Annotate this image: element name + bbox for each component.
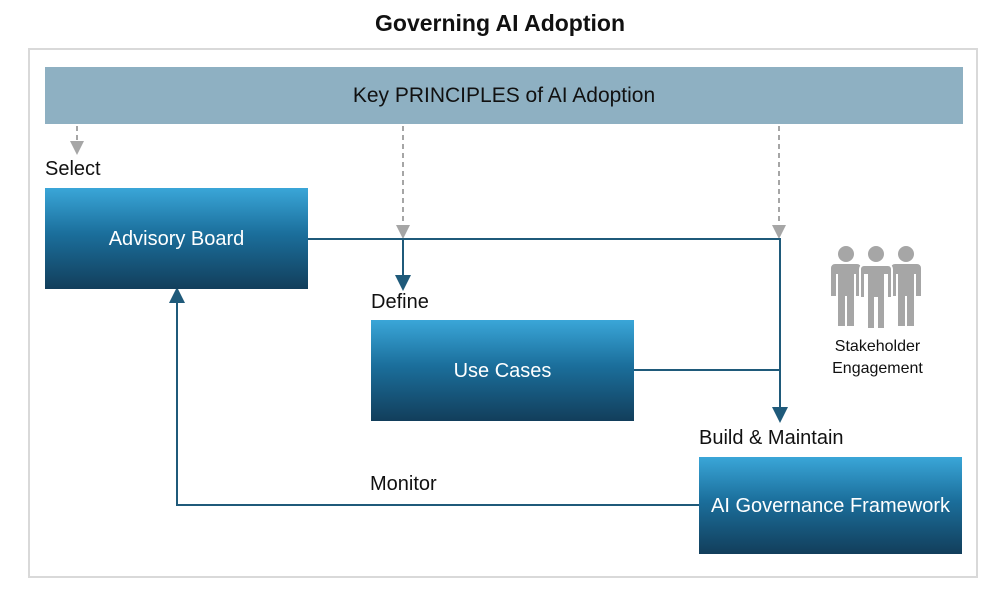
stakeholder-line-2: Engagement bbox=[832, 360, 923, 377]
diagram-frame bbox=[28, 48, 978, 578]
stakeholder-group-icon bbox=[831, 244, 921, 330]
stakeholder-line-1: Stakeholder bbox=[834, 338, 921, 355]
monitor-feedback-line bbox=[169, 287, 699, 506]
select-label: Select bbox=[45, 158, 101, 180]
define-label: Define bbox=[371, 291, 429, 313]
monitor-label: Monitor bbox=[370, 473, 437, 495]
advisory-board-box: Advisory Board bbox=[45, 188, 308, 289]
principles-banner: Key PRINCIPLES of AI Adoption bbox=[45, 67, 963, 124]
diagram-title: Governing AI Adoption bbox=[375, 10, 625, 36]
ai-governance-framework-box: AI Governance Framework bbox=[699, 457, 962, 554]
build-maintain-label: Build & Maintain bbox=[699, 427, 844, 449]
ai-governance-framework-text: AI Governance Framework bbox=[711, 494, 950, 517]
advisory-to-build-line bbox=[308, 238, 788, 423]
use-cases-box: Use Cases bbox=[371, 320, 634, 421]
stakeholder-engagement-label: Stakeholder Engagement bbox=[800, 336, 955, 380]
